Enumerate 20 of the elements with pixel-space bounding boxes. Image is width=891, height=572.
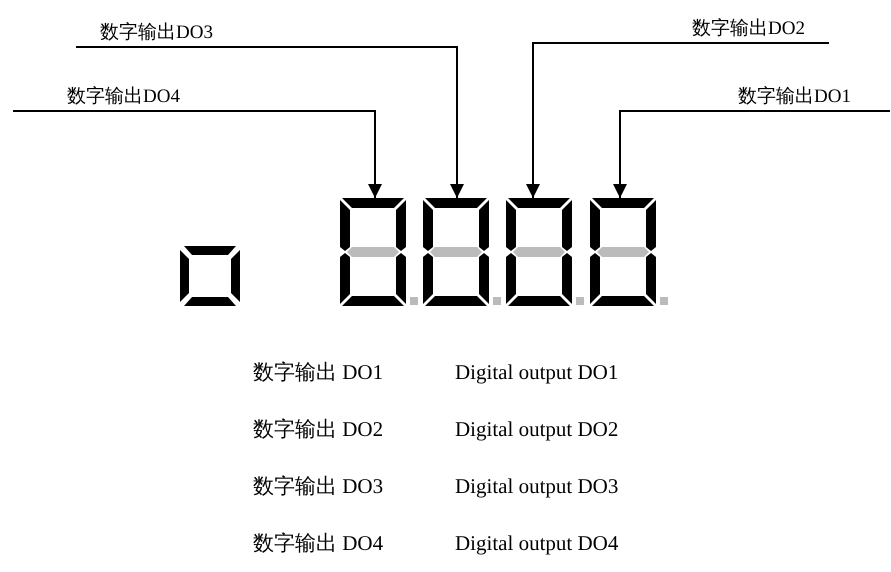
- leader-arrow: [13, 110, 382, 198]
- legend-text: Digital output DO1: [455, 359, 618, 385]
- legend-text: Digital output DO3: [455, 473, 618, 499]
- leader-label: 数字输出DO4: [12, 80, 232, 115]
- leader-arrow: [526, 42, 829, 198]
- leader-label: 数字输出DO3: [75, 18, 283, 51]
- legend-text: 数字输出 DO1: [253, 359, 384, 385]
- seven-segment-digit: [423, 198, 501, 306]
- seven-segment-digit: [590, 198, 668, 306]
- legend-text: 数字输出 DO2: [253, 416, 384, 442]
- leader-label: 数字输出DO1: [690, 80, 891, 115]
- seven-segment-digit: [340, 198, 418, 306]
- legend-text: Digital output DO4: [455, 530, 618, 556]
- legend-text: 数字输出 DO3: [253, 473, 384, 499]
- leader-arrow: [613, 110, 890, 198]
- leader-label: 数字输出DO2: [640, 12, 830, 47]
- seven-segment-digit: [506, 198, 584, 306]
- legend-text: 数字输出 DO4: [253, 530, 384, 556]
- leader-arrow: [76, 46, 464, 198]
- legend-text: Digital output DO2: [455, 416, 618, 442]
